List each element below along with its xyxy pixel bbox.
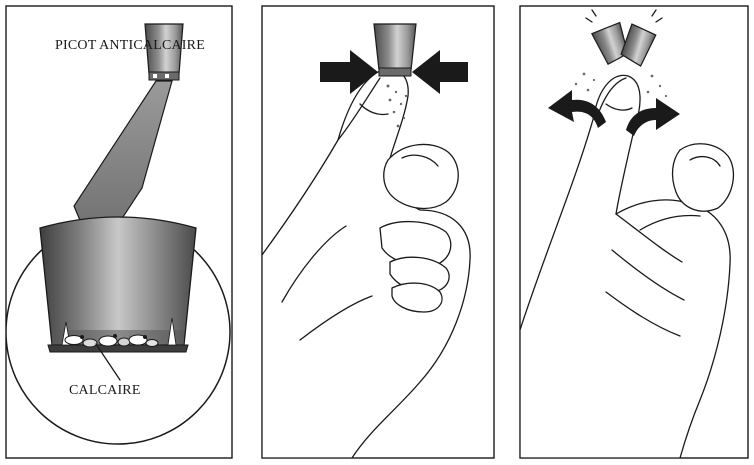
- anti-scale-tip-pinched: [373, 23, 417, 128]
- bend-arrow-right-icon: [626, 98, 680, 136]
- panel-2: [261, 5, 495, 459]
- anti-scale-tip-small: [144, 23, 184, 81]
- press-arrow-left-icon: [320, 50, 378, 94]
- panel-3: [519, 5, 749, 459]
- calcaire-leader-line: [95, 343, 121, 381]
- label-picot-anticalcaire: PICOT ANTICALCAIRE: [55, 38, 205, 53]
- limescale-deposits: [64, 334, 159, 348]
- panel-1: PICOT ANTICALCAIRE CALCAIRE: [5, 5, 233, 459]
- press-arrow-right-icon: [412, 50, 468, 94]
- anti-scale-tip-bent: [574, 9, 668, 98]
- anti-scale-tip-enlarged: [39, 216, 197, 381]
- label-calcaire: CALCAIRE: [69, 383, 141, 398]
- bend-arrow-left-icon: [548, 90, 606, 128]
- hand-pinching: [262, 68, 471, 458]
